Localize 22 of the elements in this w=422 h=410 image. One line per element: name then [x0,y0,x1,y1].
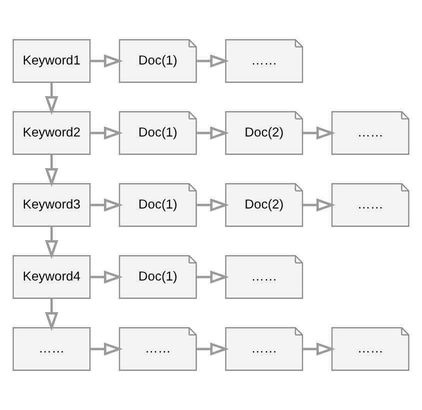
arrow [302,126,336,140]
arrow [302,342,336,356]
node-box: …… [12,327,91,371]
arrow [90,270,123,284]
node-box: Keyword1 [12,39,91,83]
arrow [90,54,123,68]
node-box: Keyword3 [12,183,91,227]
arrow [302,198,336,212]
arrow [45,298,58,332]
arrow [196,198,230,212]
arrow [45,82,58,116]
arrow [90,126,123,140]
arrow [196,54,230,68]
arrow [45,154,58,188]
arrow [196,342,230,356]
arrow [45,226,58,260]
node-box: Keyword4 [12,255,91,299]
arrow [196,126,230,140]
arrow [196,270,230,284]
arrow [90,198,123,212]
node-box: Keyword2 [12,111,91,155]
arrow [90,342,123,356]
